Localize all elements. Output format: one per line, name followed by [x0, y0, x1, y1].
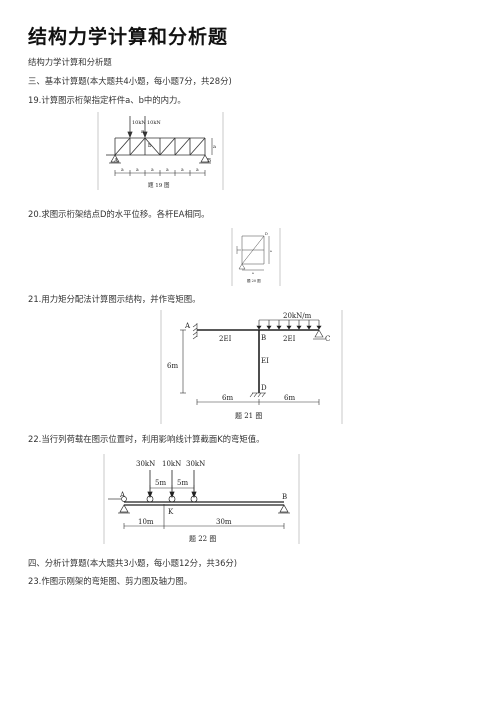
- question-23: 23.作图示刚架的弯矩图、剪力图及轴力图。: [28, 576, 193, 586]
- joint-a-label: A: [119, 491, 126, 499]
- doc-subtitle: 结构力学计算和分析题: [28, 57, 112, 67]
- panel-dim-label: a: [196, 168, 199, 173]
- page-title: 结构力学计算和分析题: [28, 26, 229, 48]
- spacing-label: 5m: [177, 479, 188, 487]
- stiffness-label: 2EI: [219, 335, 232, 343]
- joint-c-label: C: [325, 335, 330, 343]
- figure-caption: 题 20 图: [247, 278, 261, 283]
- roller-support-icon: [313, 329, 325, 340]
- height-dim-label: a: [213, 144, 216, 150]
- joint-a-label: A: [113, 158, 119, 164]
- question-22: 22.当行列荷载在图示位置时，利用影响线计算截面K的弯矩值。: [28, 434, 265, 444]
- pin-support-icon: [108, 496, 290, 514]
- joint-d-label: D: [261, 384, 267, 392]
- section-analysis-calc: 四、分析计算题(本大题共3小题，每小题12分，共36分): [28, 558, 238, 568]
- section-k-label: K: [168, 508, 174, 516]
- section-basic-calc: 三、基本计算题(本大题共4小题，每小题7分，共28分): [28, 76, 232, 86]
- figure-caption: 题 19 图: [148, 181, 170, 189]
- fixed-support-icon: [192, 323, 266, 398]
- frame-figure-21: 20kN/m A B C D 2EI 2EI EI 6m 6m 6m 题 21 …: [160, 310, 343, 424]
- joint-d-label: D: [265, 232, 268, 236]
- distributed-load-icon: [256, 319, 322, 330]
- load-arrow-icon: [127, 116, 148, 139]
- spacing-label: 5m: [155, 479, 166, 487]
- panel-dim-label: a: [151, 168, 154, 173]
- beam-figure-22: 30kN 10kN 30kN 5m 5m A B K 10m 30m 题 22 …: [103, 454, 300, 544]
- load-label: 30kN: [136, 460, 155, 468]
- pin-support-icon: [109, 154, 211, 164]
- stiffness-label: 2EI: [283, 335, 296, 343]
- dim-label: a: [252, 271, 254, 275]
- figure-caption: 题 22 图: [189, 535, 216, 543]
- stiffness-label: EI: [261, 357, 269, 365]
- joint-b-label: B: [261, 334, 266, 342]
- load-label: 20kN/m: [283, 312, 312, 320]
- question-20: 20.求图示桁架结点D的水平位移。各杆EA相同。: [28, 209, 210, 219]
- joint-b-label: B: [282, 493, 287, 501]
- member-a-label: a: [141, 129, 145, 135]
- load-label: 10kN: [162, 460, 181, 468]
- truss-figure-20: D a a 题 20 图: [231, 228, 281, 286]
- load-label: 30kN: [186, 460, 205, 468]
- span-dim-label: 6m: [222, 394, 233, 402]
- question-19: 19.计算图示桁架指定杆件a、b中的内力。: [28, 95, 186, 105]
- load-arrow-icon: [147, 470, 197, 499]
- dim-label: a: [270, 249, 272, 253]
- height-dim-label: 6m: [167, 362, 178, 370]
- panel-dim-label: a: [181, 168, 184, 173]
- wheel-icon: [146, 495, 198, 503]
- distance-label: 30m: [216, 518, 232, 526]
- panel-dim-label: a: [166, 168, 169, 173]
- span-dim-label: 6m: [284, 394, 295, 402]
- panel-dim-label: a: [136, 168, 139, 173]
- distance-label: 10m: [138, 518, 154, 526]
- pin-support-icon: [236, 246, 246, 270]
- truss-figure-19: 10kN 10kN a b A B a a a a a a a 题 19 图: [97, 112, 224, 190]
- member-b-label: b: [148, 143, 152, 149]
- panel-dim-label: a: [121, 168, 124, 173]
- joint-a-label: A: [184, 322, 191, 330]
- question-21: 21.用力矩分配法计算图示结构，并作弯矩图。: [28, 294, 201, 304]
- joint-b-label: B: [207, 158, 211, 164]
- load-label-2: 10kN: [147, 120, 161, 126]
- load-label-1: 10kN: [132, 120, 146, 126]
- figure-caption: 题 21 图: [235, 412, 262, 420]
